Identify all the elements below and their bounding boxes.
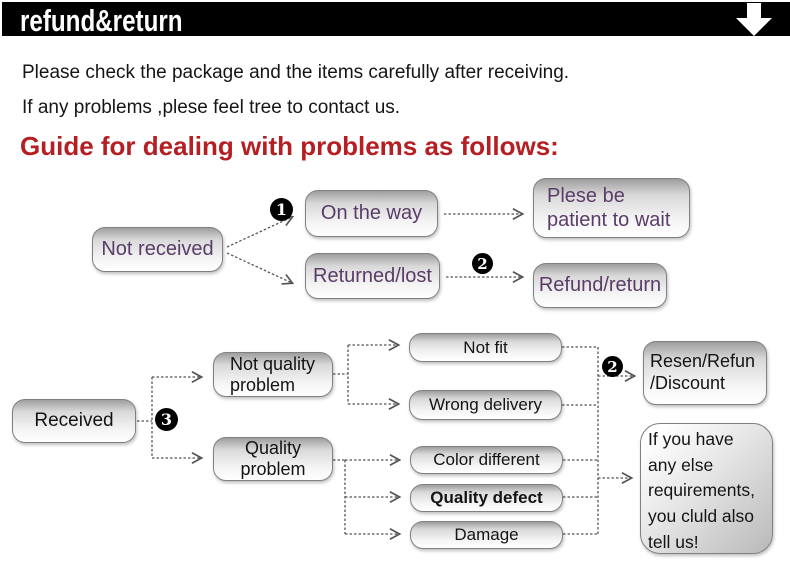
node-refund-return: Refund/return [533, 263, 667, 308]
title-banner: refund&return [2, 2, 790, 38]
node-on-the-way: On the way [305, 190, 438, 237]
badge-2-icon: 2 [472, 253, 493, 274]
node-not-fit: Not fit [409, 333, 562, 362]
node-received: Received [12, 399, 136, 443]
node-quality-defect: Quality defect [410, 484, 563, 512]
node-not-received: Not received [92, 227, 223, 272]
badge-2b-icon: 2 [602, 356, 623, 377]
intro-line-2: If any problems ,plese feel tree to cont… [22, 97, 401, 118]
badge-3-icon: 3 [155, 408, 178, 431]
node-resen-refun-discount: Resen/Refun /Discount [643, 341, 767, 405]
node-quality-problem: Quality problem [213, 437, 333, 481]
banner-title: refund&return [20, 3, 183, 38]
node-plese-be-patient: Plese be patient to wait [533, 178, 690, 238]
node-wrong-delivery: Wrong delivery [409, 390, 562, 420]
intro-line-1: Please check the package and the items c… [22, 62, 570, 83]
node-any-else-requirements: If you have any else requirements, you c… [640, 423, 773, 554]
guide-heading: Guide for dealing with problems as follo… [20, 131, 559, 161]
node-damage: Damage [410, 521, 563, 549]
node-color-different: Color different [410, 446, 563, 474]
badge-1-icon: 1 [270, 198, 293, 221]
down-arrow-icon [736, 3, 772, 36]
node-returned-lost: Returned/lost [305, 253, 440, 299]
node-not-quality-problem: Not quality problem [213, 352, 333, 397]
